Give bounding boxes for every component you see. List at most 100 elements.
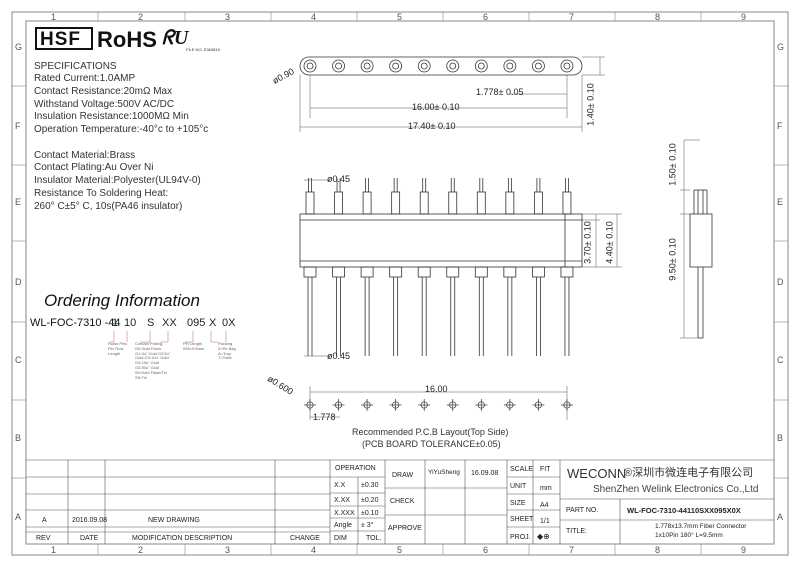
spec-line: Operation Temperature:-40°c to +105°c (34, 124, 209, 135)
row-label: F (15, 121, 21, 131)
pcb-layout-caption: Recommended P.C.B Layout(Top Side) (352, 427, 509, 437)
column-label: 3 (225, 545, 231, 555)
top-hole-inner (563, 62, 571, 70)
ordering-note: Row# Pins Per Row Length (108, 341, 128, 356)
column-label: 1 (51, 545, 57, 555)
row-label: D (15, 277, 22, 287)
tb-title-label: TITLE: (566, 528, 588, 535)
pin-shoulder (332, 266, 345, 278)
tb-draw-date: 16.09.08 (471, 470, 499, 477)
pin-shoulder (417, 266, 431, 278)
top-hole-inner (506, 62, 514, 70)
ordering-code: 1 (112, 317, 119, 329)
tb-title-line1: 1.778x13.7mm Fiber Connector (655, 523, 747, 530)
tb-tol: TOL. (366, 535, 382, 542)
ordering-code: 0X (222, 317, 236, 329)
ordering-code: S (147, 317, 155, 329)
column-label: 6 (483, 545, 489, 555)
pcb-tolerance-caption: (PCB BOARD TOLERANCE±0.05) (362, 439, 501, 449)
column-label: 2 (138, 12, 144, 22)
dim-span-17-4: 17.40± 0.10 (408, 121, 456, 131)
pin-top (391, 191, 401, 215)
ordering-note: Packing 0=Pe Bag A=Tray T=Tube (218, 341, 236, 361)
dim-pin-dia-top: ø0.45 (327, 174, 351, 184)
tb-dim: DIM (334, 535, 347, 542)
row-label: B (15, 433, 22, 443)
top-hole-inner (477, 62, 485, 70)
tb-sheet-value: 1/1 (540, 518, 550, 525)
company-name-en: ShenZhen Welink Electronics Co.,Ltd (593, 484, 759, 495)
top-hole (474, 59, 488, 73)
column-label: 1 (51, 12, 57, 22)
top-view (299, 56, 605, 132)
top-hole-inner (392, 62, 400, 70)
row-label: D (777, 277, 784, 287)
tb-tol-value: ±0.20 (361, 497, 379, 504)
dim-span-16: 16.00± 0.10 (412, 102, 460, 112)
pin-shoulder (446, 266, 460, 278)
header-rev: REV (36, 535, 51, 542)
ordering-code: X (209, 317, 217, 329)
column-label: 5 (397, 12, 403, 22)
title-block-lines (26, 459, 774, 544)
ul-logo-icon: ᖇU (160, 27, 196, 49)
ordering-code: 095 (187, 317, 206, 329)
pin-top (505, 191, 515, 215)
tb-proj: PROJ. (510, 534, 531, 541)
dim-height-1-4: 1.40± 0.10 (585, 83, 596, 126)
tb-check: CHECK (390, 498, 415, 505)
column-label: 4 (311, 545, 317, 555)
front-view (299, 178, 622, 357)
dim-body-4-4: 4.40± 0.10 (604, 221, 615, 264)
revision-description: NEW DRAWING (148, 517, 200, 524)
ul-file-number: FILE NO. E363816 (186, 47, 220, 52)
tb-tol-value: ± 3° (361, 522, 374, 529)
tb-tol-label: X.X (334, 482, 346, 489)
top-hole (532, 59, 545, 73)
tb-size-value: A4 (540, 502, 549, 509)
header-modification: MODIFICATION DESCRIPTION (132, 535, 233, 542)
material-line: Contact Plating:Au Over Ni (34, 162, 154, 173)
column-label: 4 (311, 12, 317, 22)
pcb-layout (304, 386, 573, 420)
tb-drawer: YiYuSheng (428, 469, 460, 476)
ordering-title: Ordering Information (44, 291, 200, 310)
tb-tol-label: Angle (334, 522, 352, 529)
spec-line: Insulation Resistance:1000MΩ Min (34, 111, 189, 122)
pin-top (362, 191, 372, 215)
dim-side-9-5: 9.50± 0.10 (667, 238, 678, 281)
top-hole (417, 59, 431, 73)
material-line: 260° C±5° C, 10s(PA46 insulator) (34, 201, 183, 212)
tb-scale-value: FIT (540, 466, 551, 473)
tb-scale: SCALE (510, 466, 533, 473)
row-label: C (15, 355, 22, 365)
row-label: C (777, 355, 784, 365)
top-hole-inner (535, 62, 542, 70)
pin-top (419, 191, 429, 215)
dim-pcb-pitch: 1.778 (313, 412, 336, 422)
row-label: F (777, 121, 783, 131)
row-label: G (15, 42, 23, 52)
top-hole (360, 59, 374, 73)
pin-shoulder (303, 266, 317, 278)
material-line: Contact Material:Brass (34, 150, 136, 161)
column-label: 3 (225, 12, 231, 22)
pin-shoulder (503, 266, 517, 278)
row-label: A (777, 512, 784, 522)
column-label: 2 (138, 545, 144, 555)
tb-part-no-label: PART NO. (566, 507, 599, 514)
column-label: 8 (655, 12, 661, 22)
ordering-note: Pin Length 095=9.5mm (183, 341, 205, 351)
column-label: 8 (655, 545, 661, 555)
material-line: Resistance To Soldering Heat: (34, 188, 169, 199)
top-hole (389, 59, 403, 73)
pin-top (476, 191, 486, 215)
top-hole (503, 59, 517, 73)
ordering-leader-lines (110, 331, 227, 343)
pin-top (334, 191, 343, 215)
top-hole-inner (335, 62, 342, 70)
column-label: 6 (483, 12, 489, 22)
tb-size: SIZE (510, 500, 526, 507)
tb-tol-label: X.XXX (334, 510, 355, 517)
header-change: CHANGE (290, 535, 320, 542)
